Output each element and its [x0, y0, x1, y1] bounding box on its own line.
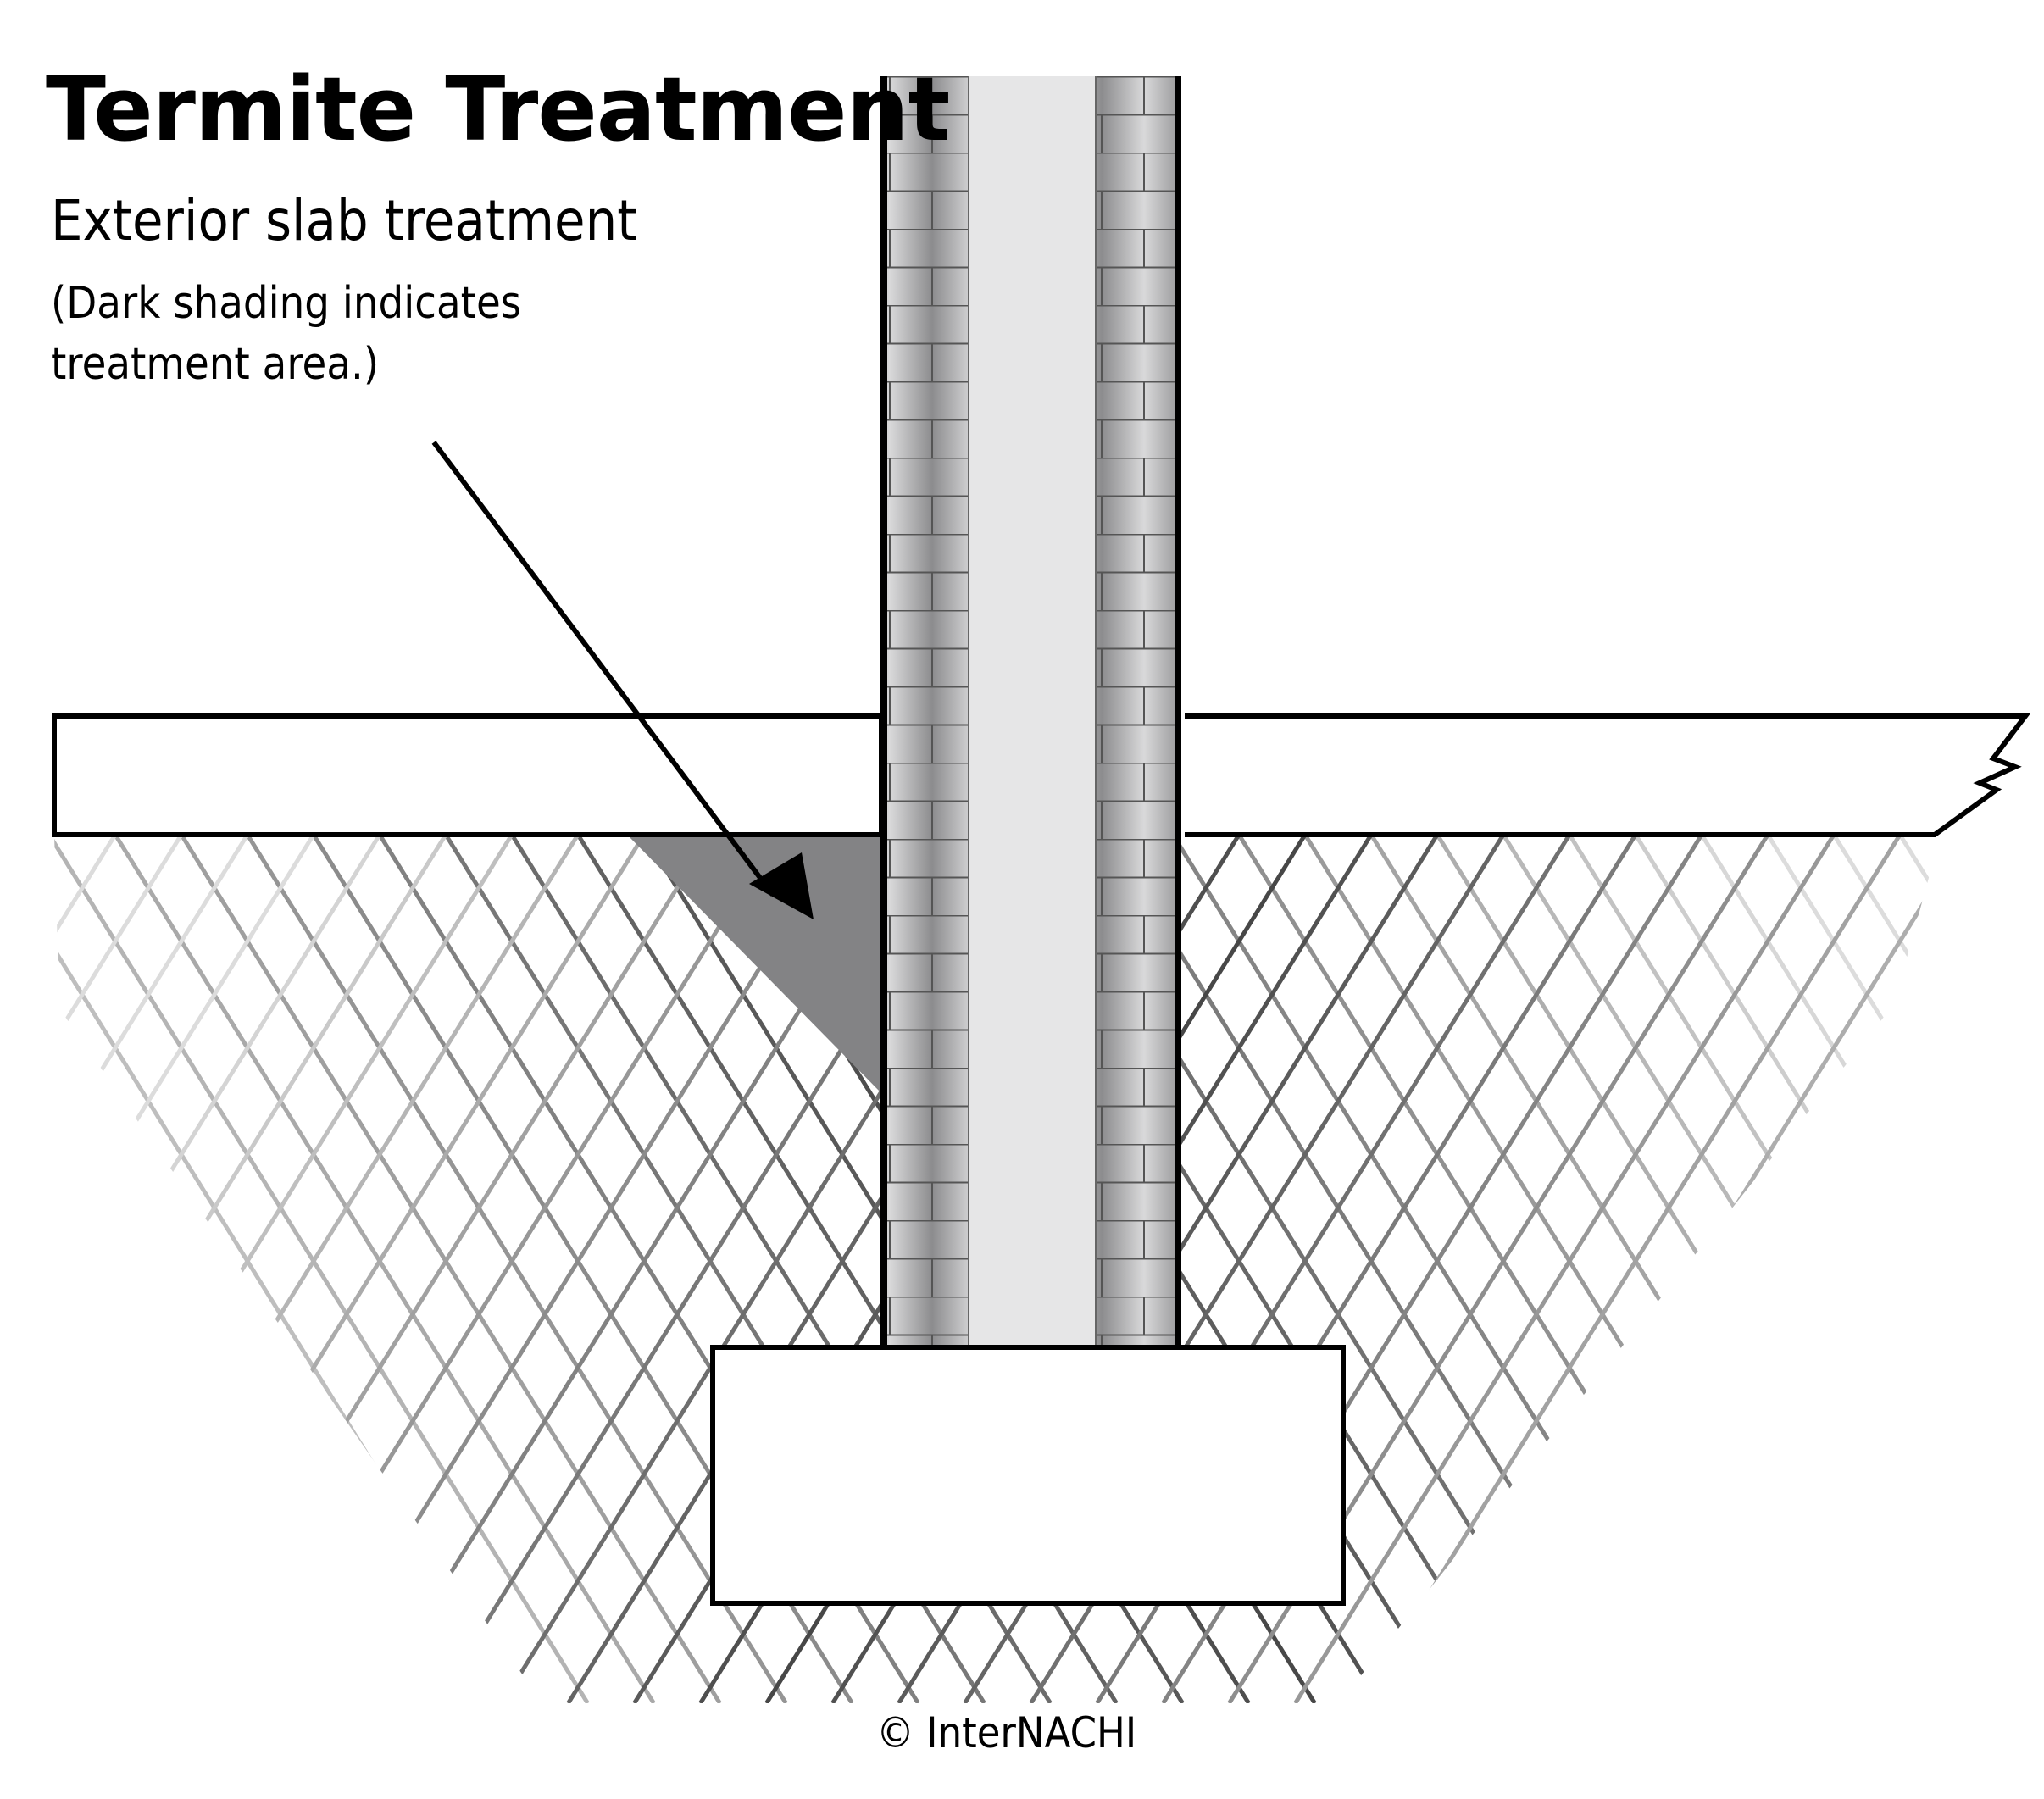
soil-hatch-line: [2032, 835, 2044, 1703]
soil-hatch-line: [113, 835, 656, 1703]
soil-hatch-line: [1302, 835, 1846, 1703]
soil-hatch-line: [103, 835, 647, 1703]
soil-hatch-line: [1293, 835, 1836, 1703]
soil-hatch-line: [1957, 835, 2044, 1703]
soil-hatch-line: [1897, 835, 1941, 1703]
diagram-subtitle: Exterior slab treatment: [51, 188, 637, 253]
soil-hatch-line: [1435, 835, 1941, 1703]
soil-hatch-line: [54, 835, 458, 1703]
soil-hatch-line: [54, 835, 118, 1703]
soil-hatch-line: [1359, 835, 1902, 1703]
soil-hatch-line: [1699, 835, 1941, 1703]
soil-hatch-line: [1822, 835, 1941, 1703]
left-slab: [52, 713, 884, 837]
soil-hatch-line: [1690, 835, 1941, 1703]
shading-note: (Dark shading indicates treatment area.): [51, 273, 521, 395]
soil-hatch-line: [1966, 835, 2044, 1703]
soil-hatch-line: [2023, 835, 2044, 1703]
soil-hatch-line: [1501, 835, 1941, 1703]
shading-note-line-2: treatment area.): [51, 339, 380, 390]
soil-hatch-line: [1831, 835, 1941, 1703]
masonry-wall: [880, 76, 1181, 1347]
soil-hatch-line: [54, 835, 448, 1703]
soil-hatch-line: [54, 835, 514, 1703]
soil-hatch-line: [54, 835, 316, 1703]
soil-hatch-line: [1888, 835, 1941, 1703]
copyright: © InterNACHI: [876, 1708, 1137, 1757]
soil-hatch-line: [54, 835, 580, 1703]
diagram-title: Termite Treatment: [46, 58, 950, 161]
soil-hatch-line: [54, 835, 184, 1703]
soil-hatch-line: [0, 835, 49, 1703]
right-slab: [1185, 713, 2031, 837]
soil-hatch-line: [54, 835, 250, 1703]
soil-hatch-line: [54, 835, 193, 1703]
soil-hatch-line: [179, 835, 722, 1703]
soil-hatch-line: [54, 835, 325, 1703]
footing: [710, 1345, 1346, 1606]
soil-hatch-line: [54, 835, 61, 1703]
soil-hatch-line: [1765, 835, 1941, 1703]
soil-hatch-line: [54, 835, 382, 1703]
arrow: [431, 441, 814, 919]
soil-hatch-line: [1369, 835, 1912, 1703]
soil-hatch-line: [245, 835, 788, 1703]
shading-note-line-1: (Dark shading indicates: [51, 278, 522, 329]
soil-hatch-line: [1756, 835, 1941, 1703]
soil-hatch-line: [54, 835, 590, 1703]
treatment-area: [627, 835, 881, 1093]
soil-hatch-line: [1633, 835, 1941, 1703]
